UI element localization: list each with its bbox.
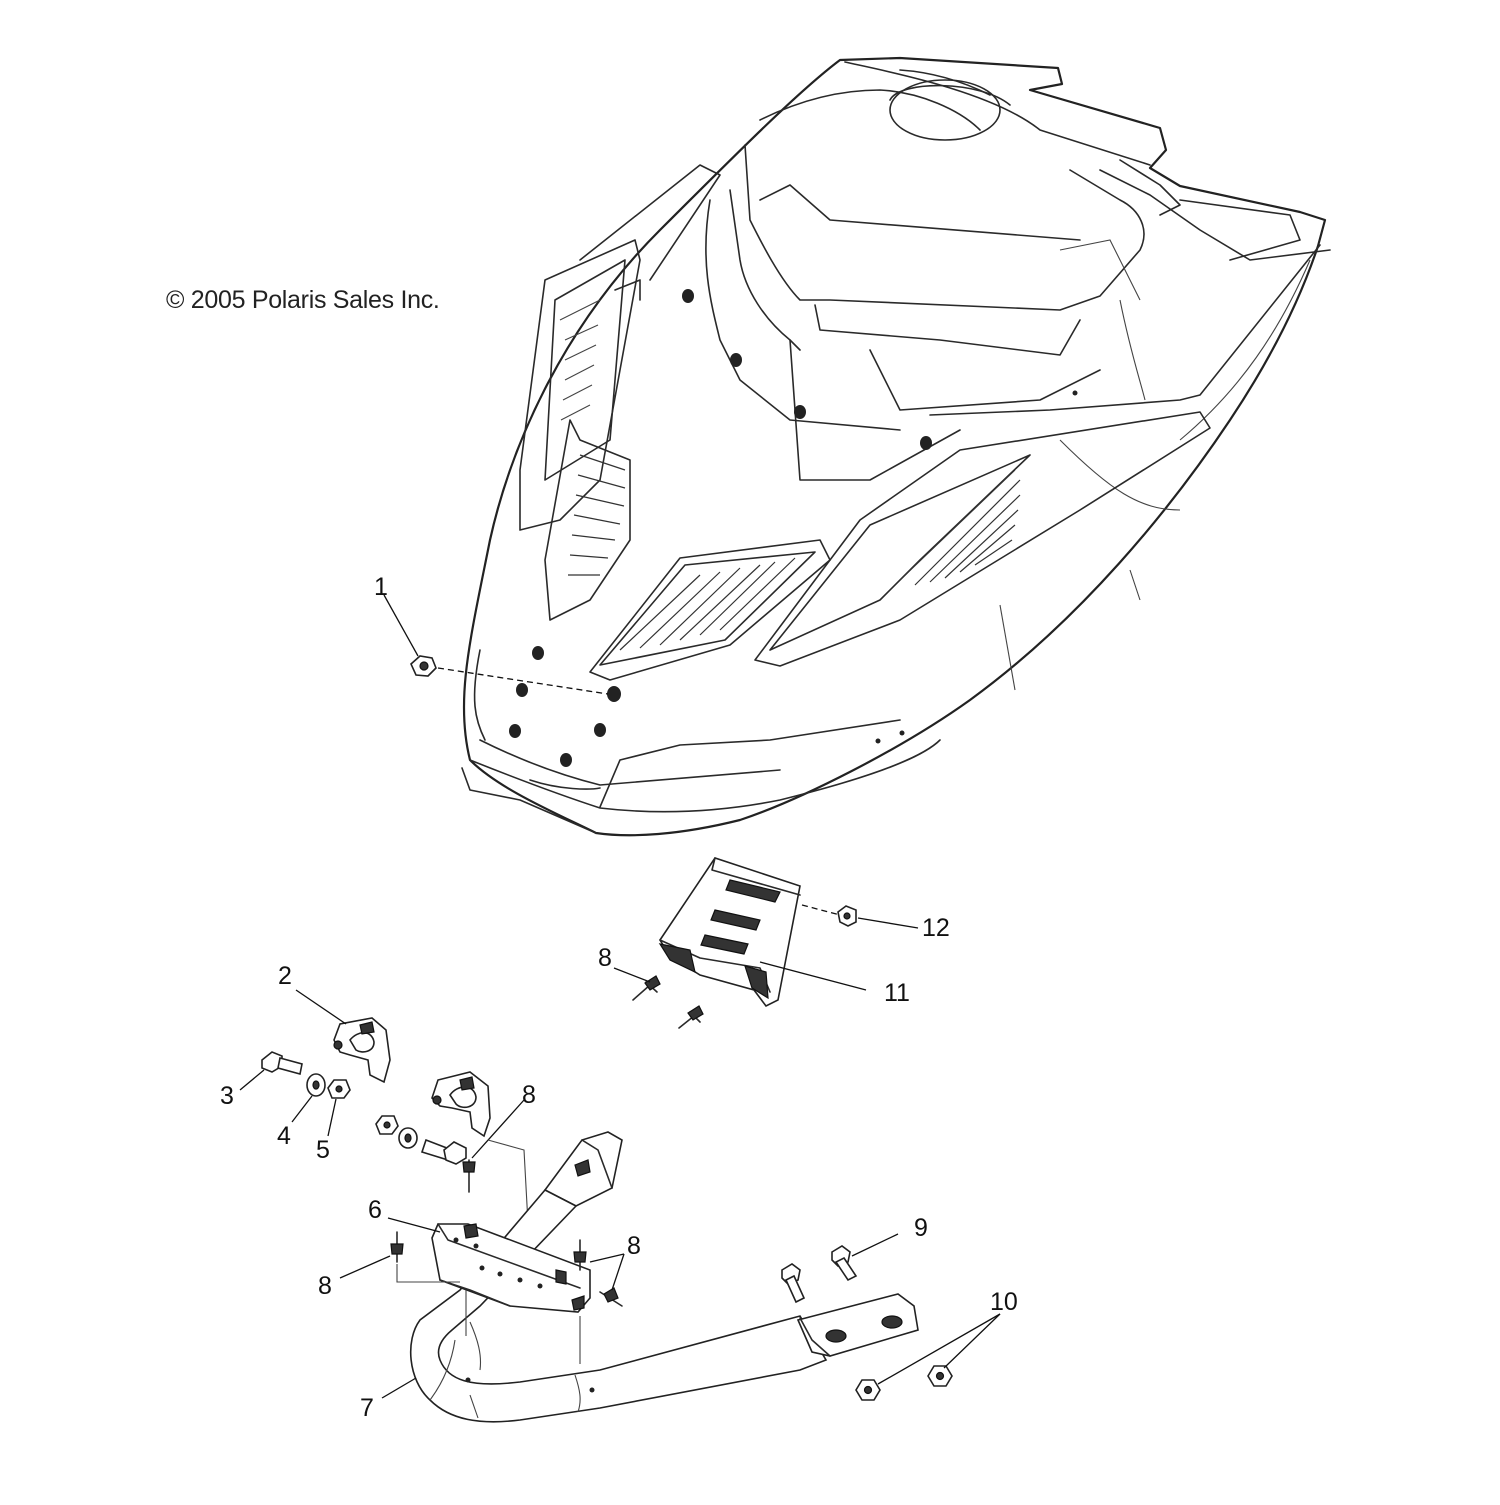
callout-9: 9: [914, 1214, 928, 1242]
callout-2: 2: [278, 962, 292, 990]
part-6-plate: [387, 1217, 591, 1364]
callout-7: 7: [360, 1394, 374, 1422]
right-vent: [754, 411, 1211, 667]
callout-3: 3: [220, 1082, 234, 1110]
callout-8-lower-right: 8: [627, 1232, 641, 1260]
part-2-bracket-right: [431, 1071, 491, 1138]
callout-5: 5: [316, 1136, 330, 1164]
left-lower-vent: [544, 419, 631, 621]
callout-8-lower-left: 8: [318, 1272, 332, 1300]
callout-10: 10: [990, 1288, 1018, 1316]
part-3-bolt: [239, 1051, 303, 1091]
part-5-nut: [327, 1079, 351, 1137]
part-8-rivets-upper: [613, 967, 704, 1029]
fastener-set-right: [375, 1115, 467, 1165]
callout-6: 6: [368, 1196, 382, 1224]
callout-11: 11: [884, 979, 910, 1007]
hood-outline: [462, 56, 1327, 837]
callout-12: 12: [922, 914, 950, 942]
left-upper-vent: [519, 239, 641, 531]
part-2-bracket: [295, 989, 391, 1084]
hood-assembly: [461, 56, 1331, 837]
part-1-nut: [383, 594, 609, 695]
part-4-washer: [291, 1073, 326, 1123]
part-10-nuts: [855, 1313, 1001, 1401]
callout-4: 4: [277, 1122, 291, 1150]
part-9-bolts: [781, 1233, 899, 1304]
callout-8-middle: 8: [522, 1081, 536, 1109]
callout-1: 1: [374, 573, 388, 601]
part-8-rivets-lower: [339, 1231, 625, 1307]
part-12-nut: [837, 905, 919, 929]
part-11-bracket: [658, 857, 867, 1008]
hood-mounting-holes: [509, 289, 1078, 767]
copyright-notice: © 2005 Polaris Sales Inc.: [166, 286, 440, 314]
callout-8-upper: 8: [598, 944, 612, 972]
